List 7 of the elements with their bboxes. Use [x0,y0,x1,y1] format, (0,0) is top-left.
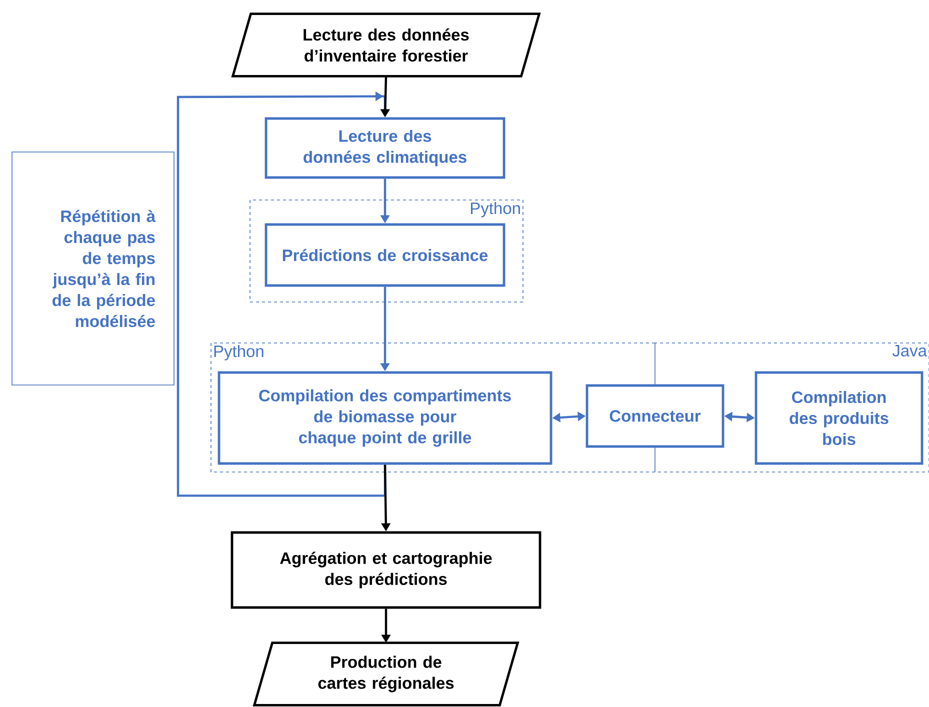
process-box: Compilation des compartiments de biomasse pour chaque point de grille [218,371,552,465]
process-box: Compilation des produits bois [754,371,924,465]
note-box: Répétition à chaque pas de temps jusqu’à la fin de la période modélisée [12,152,174,386]
process-box: Connecteur [586,384,724,448]
process-box: Lecture des données climatiques [264,117,506,179]
process-box: Prédictions de croissance [264,223,506,287]
process-box: Agrégation et cartographie des prédictions [230,531,542,609]
